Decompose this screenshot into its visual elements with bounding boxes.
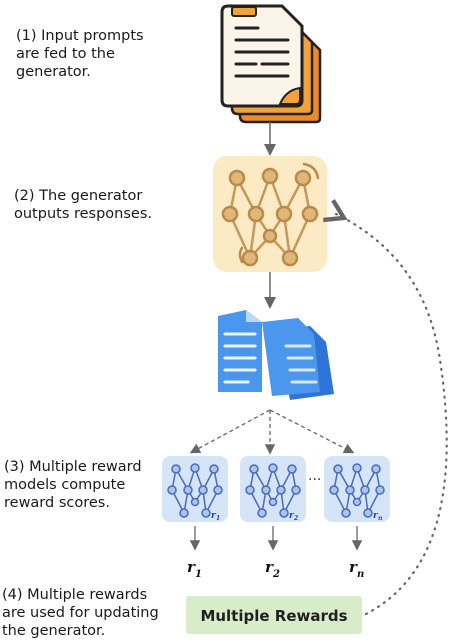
reward-score-n-sub: n xyxy=(357,569,364,580)
reward-model-2-icon: r 2 xyxy=(240,456,306,522)
multiple-rewards-box: Multiple Rewards xyxy=(186,596,362,634)
reward-model-1-icon: r 1 xyxy=(162,456,228,522)
reward-model-ellipsis: ... xyxy=(308,468,321,484)
reward-model-2-tag: r xyxy=(289,511,295,521)
reward-score-1: r xyxy=(187,558,196,576)
reward-score-2-sub: 2 xyxy=(272,569,280,580)
reward-model-n-tag: r xyxy=(373,511,379,521)
reward-model-2-tag-sub: 2 xyxy=(293,515,298,522)
reward-model-1-tag-sub: 1 xyxy=(216,515,220,522)
reward-model-n-tag-sub: n xyxy=(378,515,382,522)
multiple-rewards-label: Multiple Rewards xyxy=(200,607,347,625)
reward-score-2: r xyxy=(265,558,274,576)
reward-score-1-sub: 1 xyxy=(195,569,202,580)
branch-arrows xyxy=(189,409,355,455)
input-prompts-document-icon xyxy=(220,4,322,124)
reward-model-n-icon: r n xyxy=(324,456,390,522)
feedback-arrow xyxy=(323,199,448,616)
step-4-label: (4) Multiple rewards are used for updati… xyxy=(2,587,159,639)
step-2-label: (2) The generator outputs responses. xyxy=(14,188,153,222)
step-1-label: (1) Input prompts are fed to the generat… xyxy=(16,28,144,80)
step-3-label: (3) Multiple reward models compute rewar… xyxy=(4,459,142,511)
reward-score-n: r xyxy=(349,558,358,576)
reward-score-arrows xyxy=(189,526,363,551)
generator-network-icon xyxy=(213,156,327,272)
reward-model-1-tag: r xyxy=(211,511,217,521)
responses-document-icon xyxy=(218,310,334,400)
